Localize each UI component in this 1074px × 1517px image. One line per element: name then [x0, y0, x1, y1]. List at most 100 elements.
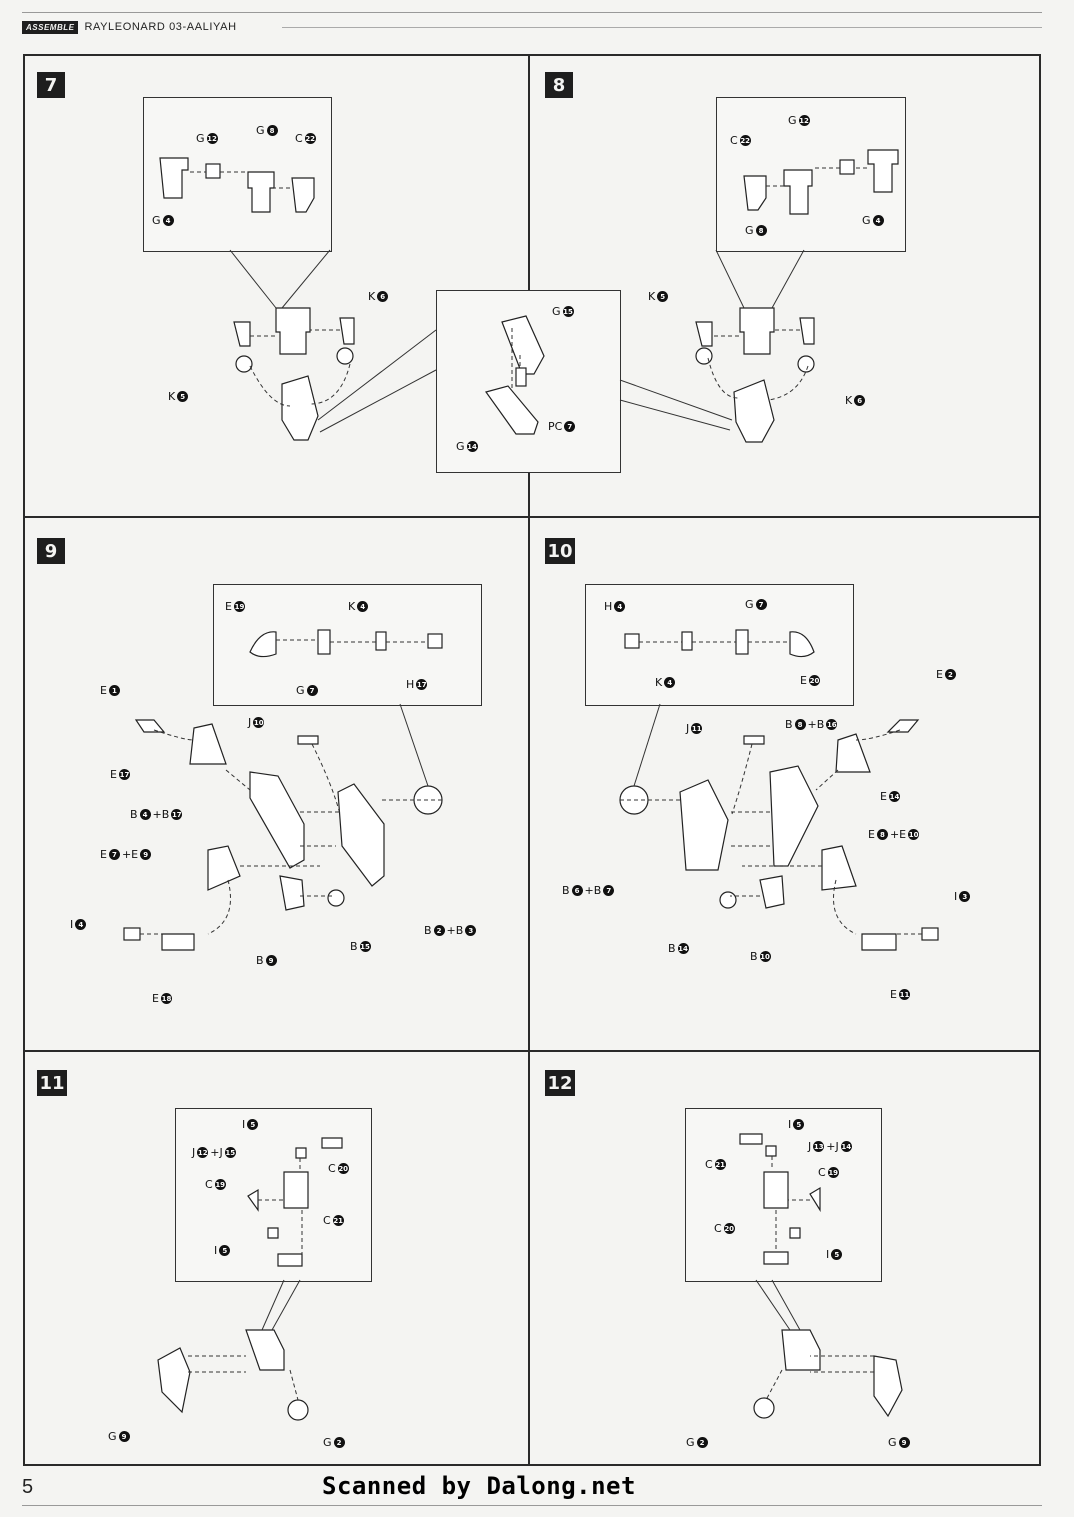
part-c20-drawing — [763, 1251, 789, 1265]
part-e20-drawing — [789, 631, 815, 658]
part-b8b16-drawing — [769, 765, 819, 867]
part-i4-drawing — [123, 927, 141, 941]
joint-drawing — [235, 355, 253, 373]
part-g8-drawing — [247, 171, 275, 213]
part-b14-drawing — [719, 891, 737, 909]
step-8-number: 8 — [545, 72, 573, 98]
part-g4-drawing — [159, 157, 189, 199]
step-7-detail-inset — [143, 97, 332, 252]
part-k6-drawing — [339, 317, 355, 345]
instruction-grid — [23, 54, 1041, 1466]
grid-divider-row2 — [23, 1050, 1041, 1052]
part-g15-drawing — [501, 315, 545, 375]
part-c22-drawing — [743, 175, 767, 211]
ankle-body-drawing — [739, 307, 775, 355]
part-e18-drawing — [161, 933, 195, 951]
part-e19-drawing — [249, 631, 277, 658]
part-g14-drawing — [485, 385, 539, 435]
step-12-number: 12 — [545, 1070, 575, 1096]
part-i5-drawing — [765, 1145, 777, 1157]
part-j12j15-drawing — [283, 1171, 309, 1209]
part-c19-drawing — [247, 1188, 259, 1212]
part-g9-drawing — [157, 1347, 191, 1414]
part-k6-drawing — [799, 317, 815, 345]
joint-drawing — [797, 355, 815, 373]
part-e7e9-drawing — [207, 845, 241, 891]
part-g4-drawing — [867, 149, 899, 193]
assemble-tag: ASSEMBLE — [22, 20, 79, 34]
part-i5-drawing — [789, 1227, 801, 1239]
part-e2-drawing — [886, 719, 920, 733]
step-11-detail-inset — [175, 1108, 372, 1282]
part-k5-drawing — [233, 321, 251, 347]
document-title: RAYLEONARD 03-AALIYAH — [84, 21, 237, 33]
part-b6b7-drawing — [679, 779, 729, 871]
part-g12-drawing — [839, 159, 855, 175]
part-g2-drawing — [753, 1397, 775, 1419]
torso-joint-drawing — [781, 1329, 821, 1371]
grid-divider-vertical — [528, 54, 530, 1466]
part-b9-drawing — [279, 875, 305, 911]
header-rule — [282, 27, 1042, 28]
part-e8e10-drawing — [821, 845, 857, 891]
step-11-number: 11 — [37, 1070, 67, 1096]
part-i5-drawing — [267, 1227, 279, 1239]
part-e11-drawing — [861, 933, 897, 951]
part-b10-drawing — [759, 875, 785, 909]
part-c21-drawing — [277, 1253, 303, 1267]
part-c21-drawing — [739, 1133, 763, 1145]
ankle-body-drawing — [275, 307, 311, 355]
top-rule — [22, 12, 1042, 13]
part-pc7-drawing — [515, 367, 527, 387]
part-b2b3-drawing — [337, 783, 385, 887]
joint-drawing — [336, 347, 354, 365]
part-k4-drawing — [681, 631, 693, 651]
foot-drawing — [733, 379, 775, 443]
foot-drawing — [281, 375, 319, 441]
part-g7-drawing — [317, 629, 331, 655]
part-j13j14-drawing — [763, 1171, 789, 1209]
part-e17-drawing — [189, 723, 227, 765]
part-e1-drawing — [134, 719, 166, 733]
part-c19-drawing — [809, 1186, 821, 1213]
